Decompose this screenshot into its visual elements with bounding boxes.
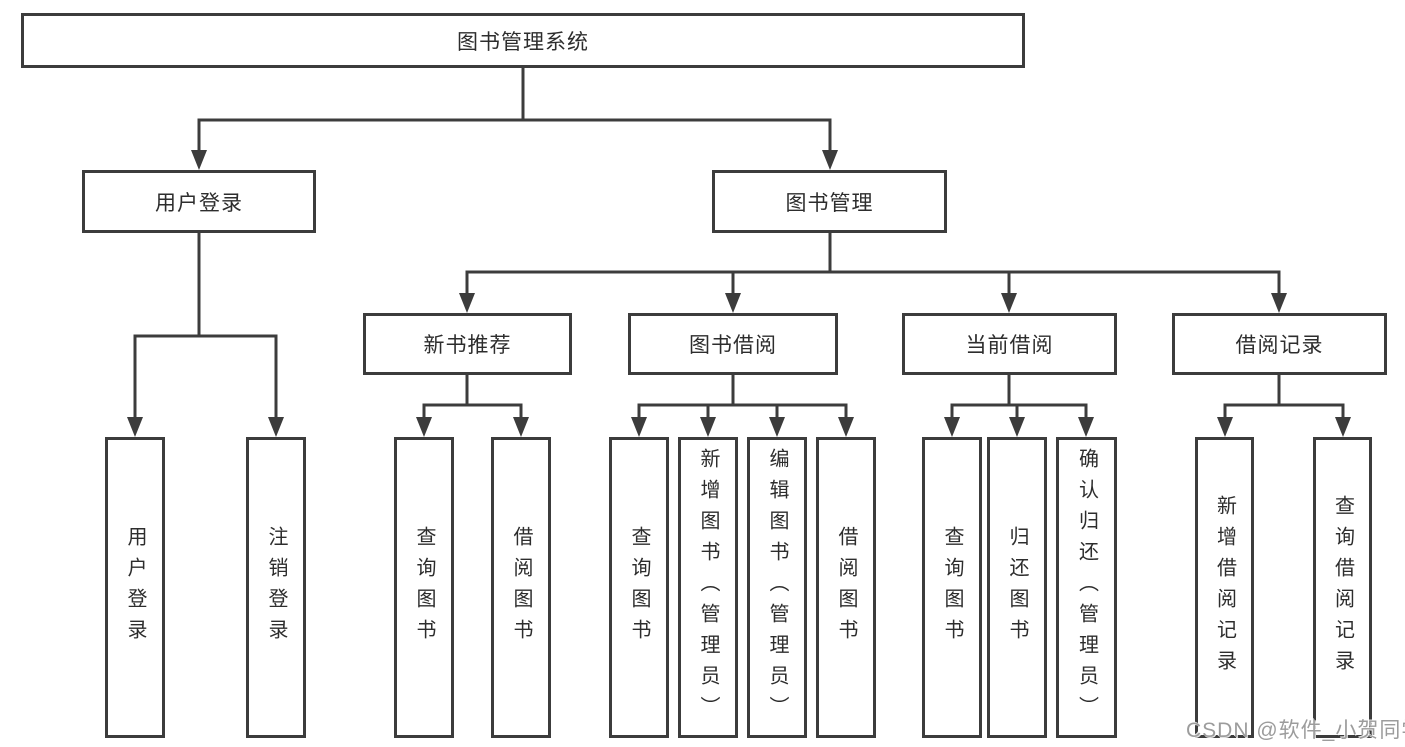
csdn-watermark: CSDN @软件_小贺同学	[1186, 719, 1405, 742]
node-book-management: 图书管理	[712, 170, 947, 233]
leaf-current-query-books: 查询图书	[922, 437, 982, 738]
node-label: 图书借阅	[689, 334, 777, 357]
leaf-logout-login: 注销登录	[246, 437, 306, 738]
node-current-borrowing: 当前借阅	[902, 313, 1117, 375]
node-label: 图书管理	[785, 191, 874, 215]
leaf-label: 归还图书	[1006, 525, 1028, 650]
leaf-label: 用户登录	[124, 525, 146, 650]
leaf-label: 查询图书	[941, 525, 963, 650]
leaf-borrowing-edit-books-admin: 编辑图书（管理员）	[747, 437, 807, 738]
node-label: 当前借阅	[965, 334, 1054, 357]
node-label: 新书推荐	[423, 334, 512, 357]
node-new-book-recommendation: 新书推荐	[363, 313, 572, 375]
leaf-label: 查询图书	[628, 525, 650, 650]
leaf-newbooks-query-books: 查询图书	[394, 437, 454, 738]
leaf-label: 借阅图书	[835, 525, 857, 650]
leaf-borrowing-borrow-books: 借阅图书	[816, 437, 876, 738]
leaf-borrowing-add-books-admin: 新增图书（管理员）	[678, 437, 738, 738]
leaf-label: 新增借阅记录	[1213, 494, 1236, 681]
leaf-label: 编辑图书（管理员）	[766, 448, 788, 727]
leaf-current-return-books: 归还图书	[987, 437, 1047, 738]
leaf-newbooks-borrow-books: 借阅图书	[491, 437, 551, 738]
leaf-current-confirm-return-admin: 确认归还（管理员）	[1056, 437, 1117, 738]
leaf-borrowing-query-books: 查询图书	[609, 437, 669, 738]
leaf-label: 确认归还（管理员）	[1075, 448, 1098, 727]
node-user-login: 用户登录	[82, 170, 316, 233]
leaf-records-query-borrow-record: 查询借阅记录	[1313, 437, 1372, 738]
node-library-management-system: 图书管理系统	[21, 13, 1025, 68]
leaf-user-login: 用户登录	[105, 437, 165, 738]
node-label: 图书管理系统	[457, 30, 589, 54]
leaf-label: 查询借阅记录	[1331, 494, 1354, 681]
node-label: 借阅记录	[1235, 334, 1324, 357]
leaf-records-add-borrow-record: 新增借阅记录	[1195, 437, 1254, 738]
node-borrowing-records: 借阅记录	[1172, 313, 1387, 375]
arrowheads	[127, 150, 1351, 437]
leaf-label: 借阅图书	[510, 525, 532, 650]
leaf-label: 新增图书（管理员）	[697, 448, 719, 727]
node-label: 用户登录	[155, 191, 243, 215]
leaf-label: 注销登录	[265, 525, 287, 650]
leaf-label: 查询图书	[413, 525, 435, 650]
node-book-borrowing: 图书借阅	[628, 313, 838, 375]
